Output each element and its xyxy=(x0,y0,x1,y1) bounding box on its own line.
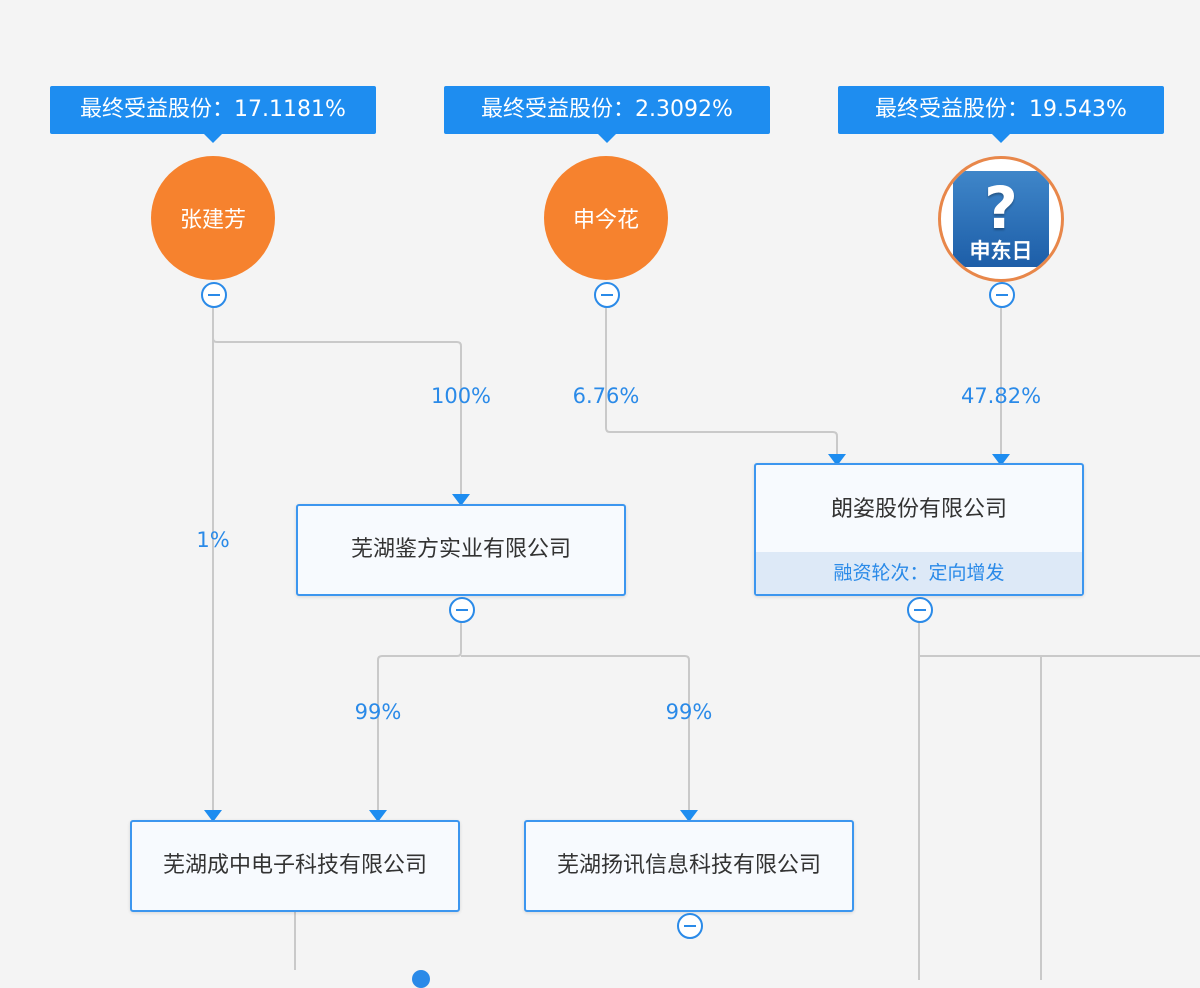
edge-line xyxy=(212,308,462,496)
arrow-icon xyxy=(204,810,222,822)
company-name: 朗姿股份有限公司 xyxy=(830,497,1007,522)
beneficiary-share-tag: 最终受益股份：17.1181% xyxy=(50,86,376,143)
collapse-toggle-icon[interactable] xyxy=(201,282,227,308)
edge-line xyxy=(461,655,690,812)
beneficiary-share-tag: 最终受益股份：19.543% xyxy=(838,86,1164,143)
question-avatar-icon: ? xyxy=(953,171,1049,267)
company-node[interactable]: 芜湖扬讯信息科技有限公司 xyxy=(524,820,854,912)
person-name: 申东日 xyxy=(969,239,1033,263)
company-node[interactable]: 芜湖鉴方实业有限公司 xyxy=(296,504,626,596)
edge-percent: 99% xyxy=(354,700,402,724)
beneficiary-share-tag: 最终受益股份：2.3092% xyxy=(444,86,770,143)
collapse-toggle-icon[interactable] xyxy=(594,282,620,308)
person-node[interactable]: ? 申东日 xyxy=(938,156,1064,282)
company-name: 芜湖成中电子科技有限公司 xyxy=(162,853,427,878)
company-node[interactable]: 朗姿股份有限公司 融资轮次：定向增发 xyxy=(754,463,1084,596)
collapse-toggle-icon[interactable] xyxy=(677,913,703,939)
edge-percent: 99% xyxy=(665,700,713,724)
financing-round: 融资轮次：定向增发 xyxy=(756,552,1082,594)
collapse-toggle-icon[interactable] xyxy=(989,282,1015,308)
arrow-icon xyxy=(369,810,387,822)
edge-line xyxy=(605,308,838,456)
person-node[interactable]: 申今花 xyxy=(544,156,668,280)
edge-percent: 47.82% xyxy=(960,384,1042,408)
arrow-icon xyxy=(680,810,698,822)
footer-note xyxy=(440,966,1140,986)
collapse-toggle-icon[interactable] xyxy=(449,597,475,623)
person-node[interactable]: 张建芳 xyxy=(151,156,275,280)
company-name: 芜湖鉴方实业有限公司 xyxy=(350,537,571,562)
company-node[interactable]: 芜湖成中电子科技有限公司 xyxy=(130,820,460,912)
arrow-icon xyxy=(828,454,846,466)
person-name: 申今花 xyxy=(572,208,639,233)
arrow-icon xyxy=(992,454,1010,466)
collapse-toggle-icon[interactable] xyxy=(907,597,933,623)
edge-percent: 100% xyxy=(430,384,492,408)
edge-line xyxy=(377,622,462,812)
arrow-icon xyxy=(452,494,470,506)
person-name: 张建芳 xyxy=(179,208,246,233)
info-icon xyxy=(412,970,430,988)
company-name: 芜湖扬讯信息科技有限公司 xyxy=(556,853,821,878)
edge-percent: 1% xyxy=(196,528,230,552)
edge-percent: 6.76% xyxy=(572,384,640,408)
